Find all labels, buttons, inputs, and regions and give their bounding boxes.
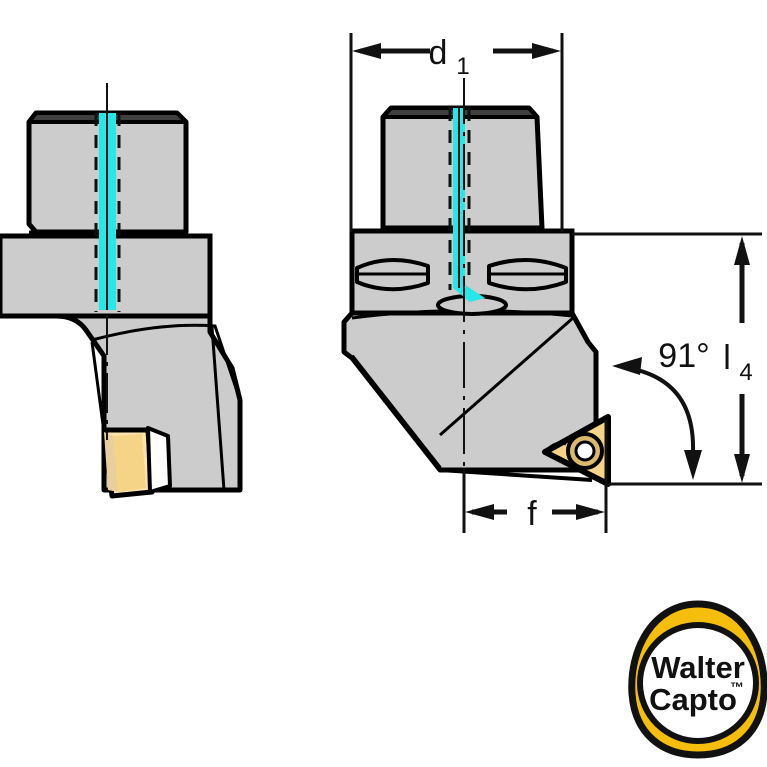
insert-screw-hole	[574, 440, 596, 462]
logo-trademark: ™	[730, 679, 744, 695]
right-coolant-channel	[453, 108, 485, 302]
l4-label: l	[723, 339, 731, 377]
right-triangular-insert	[542, 414, 611, 487]
logo-line1: Walter	[651, 650, 745, 685]
angle-arc	[627, 366, 696, 453]
l4-label-subscript: 4	[739, 359, 752, 386]
left-insert-face	[113, 434, 146, 492]
left-insert-clamp	[146, 426, 172, 494]
logo-line2: Capto	[649, 682, 737, 717]
angle-arrowhead-bottom	[684, 450, 702, 480]
d1-arrowhead-left	[352, 43, 381, 59]
l4-arrowhead-bottom	[734, 454, 750, 483]
right-head-left-flank	[350, 354, 442, 470]
logo-inner-circle	[637, 622, 759, 744]
insert-nose-radius	[543, 441, 567, 454]
left-head-chamfer-line	[91, 323, 242, 401]
left-head-body	[0, 313, 243, 493]
l4-arrowhead-top	[734, 236, 750, 265]
dimension-d1: d 1	[349, 33, 564, 232]
right-view	[341, 78, 611, 500]
f-arrowhead-right	[576, 504, 605, 520]
right-clamp-slot-left	[355, 257, 430, 292]
walter-capto-logo: Walter Capto ™	[628, 600, 767, 759]
f-arrowhead-left	[465, 504, 494, 520]
dimension-angle: 91°	[612, 337, 710, 480]
left-insert-side-facet	[104, 432, 118, 492]
right-clamp-slot-right	[487, 257, 568, 292]
right-coolant-fill	[453, 108, 485, 302]
dimension-l4: l 4	[572, 232, 762, 486]
angle-label: 91°	[658, 337, 709, 375]
d1-label-subscript: 1	[456, 53, 469, 80]
f-label: f	[527, 495, 537, 533]
left-view	[0, 83, 243, 499]
d1-label: d	[429, 34, 448, 72]
d1-arrowhead-right	[532, 43, 561, 59]
dimension-f: f	[462, 420, 608, 533]
angle-arrowhead-left	[612, 357, 642, 375]
left-head-fold-line	[210, 326, 226, 491]
right-head-fold-line	[439, 316, 574, 437]
